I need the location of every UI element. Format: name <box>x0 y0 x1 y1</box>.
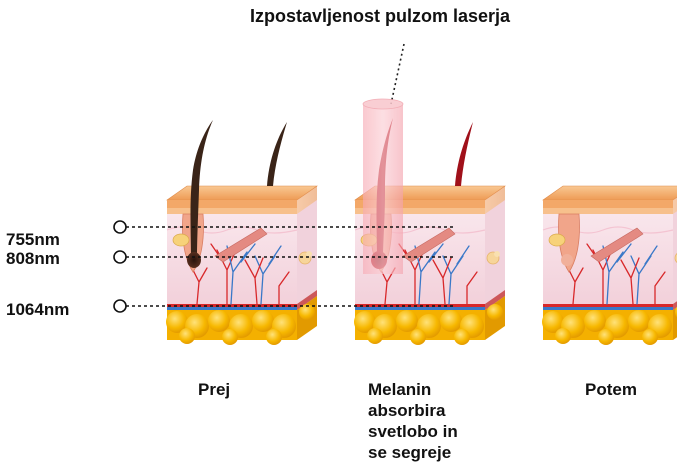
laser-label: Izpostavljenost pulzom laserja <box>250 6 511 26</box>
wavelength-1064-marker <box>113 299 455 313</box>
laser-beam <box>362 98 404 274</box>
hair-before <box>190 120 213 262</box>
wavelength-808-marker <box>113 250 455 264</box>
skin-block-after <box>541 185 677 346</box>
wavelength-755-marker <box>113 220 455 234</box>
wavelength-label-808: 808nm <box>6 249 60 268</box>
wavelength-label-1064: 1064nm <box>6 300 70 319</box>
stage-label-laser: Melanin absorbira svetlobo in se segreje <box>368 380 458 462</box>
hair-bulb-before <box>187 252 201 268</box>
laser-pointer-line <box>390 43 405 105</box>
wavelength-label-755: 755nm <box>6 230 60 249</box>
skin-block-before <box>165 120 318 346</box>
stage-label-after: Potem <box>585 380 637 399</box>
stage-label-before: Prej <box>198 380 231 399</box>
